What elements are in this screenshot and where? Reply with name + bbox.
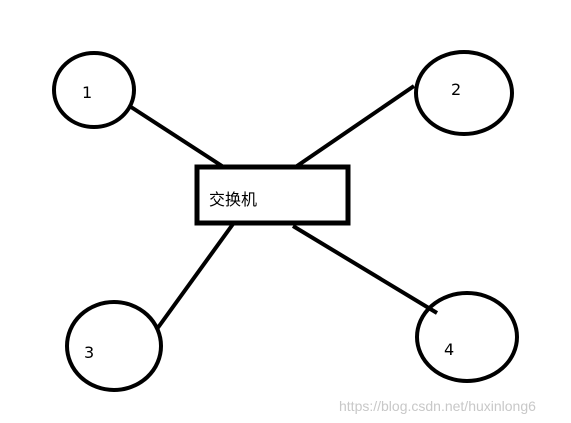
link-switch-node-2 (295, 84, 416, 168)
node-1: 1 (52, 51, 136, 129)
node-1-label: 1 (82, 83, 92, 102)
node-4-circle (415, 291, 519, 383)
node-1-circle (52, 51, 136, 129)
switch-box (194, 164, 351, 226)
node-3: 3 (65, 300, 163, 392)
watermark-text: https://blog.csdn.net/huxinlong6 (339, 398, 536, 414)
switch: 交换机 (194, 164, 351, 226)
node-2-circle (414, 50, 514, 136)
node-2: 2 (414, 50, 514, 136)
link-switch-node-1 (129, 105, 224, 168)
node-3-circle (65, 300, 163, 392)
node-4: 4 (415, 291, 519, 383)
node-2-label: 2 (451, 80, 461, 99)
node-3-label: 3 (84, 343, 94, 362)
link-switch-node-4 (291, 224, 439, 315)
link-switch-node-3 (155, 222, 235, 331)
switch-label: 交换机 (209, 190, 257, 209)
node-4-label: 4 (444, 340, 454, 359)
